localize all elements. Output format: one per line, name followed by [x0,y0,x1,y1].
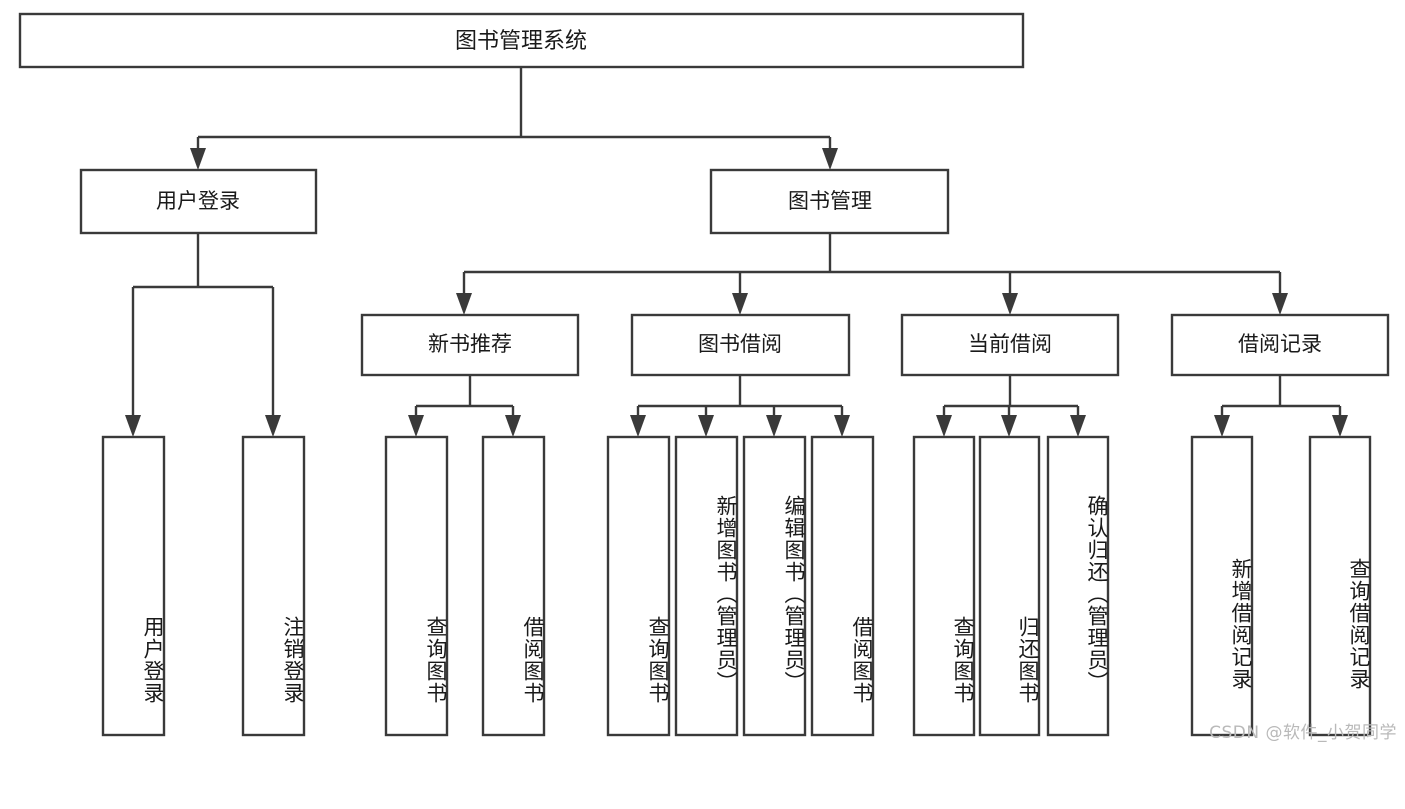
node-root-box[interactable] [18,12,1025,69]
node-leaf-logout-login-box[interactable] [241,435,306,737]
node-borrow-record-label: 借阅记录 [1238,332,1322,356]
flowchart-svg: 图书管理系统 用户登录 图书管理 新书推荐 图书借阅 当前借阅 借阅记录 [18,12,1390,737]
arrow-head-user-login [190,148,206,170]
node-leaf-add-book-box[interactable] [674,435,739,737]
node-leaf-query-book-1-box[interactable] [384,435,449,737]
arrow-head-new-book-recommend [456,293,472,315]
arrow-head-book-management [822,148,838,170]
arrow-head-leaf-user-login [125,415,141,437]
arrow-head-leaf-query-record [1332,415,1348,437]
arrow-head-leaf-logout-login [265,415,281,437]
node-leaf-user-login-box[interactable] [101,435,166,737]
node-leaf-query-record-box[interactable] [1308,435,1372,737]
node-new-book-recommend-label: 新书推荐 [428,332,512,356]
node-leaf-borrow-book-2-box[interactable] [810,435,875,737]
node-new-book-recommend-box[interactable] [360,313,580,377]
arrow-head-borrow-record [1272,293,1288,315]
node-leaf-confirm-return-box[interactable] [1046,435,1110,737]
arrow-head-leaf-add-record [1214,415,1230,437]
arrow-head-leaf-confirm-return [1070,415,1086,437]
node-leaf-add-record-box[interactable] [1190,435,1254,737]
arrow-head-leaf-query-book-2 [630,415,646,437]
connector-layer [125,67,1348,437]
flowchart-canvas: 图书管理系统 用户登录 图书管理 新书推荐 图书借阅 当前借阅 借阅记录 [18,12,1397,743]
arrow-head-leaf-query-book-3 [936,415,952,437]
node-current-borrow-label: 当前借阅 [968,332,1052,356]
node-leaf-query-book-2-box[interactable] [606,435,671,737]
node-user-login-label: 用户登录 [156,189,240,213]
arrow-head-leaf-add-book [698,415,714,437]
node-borrow-record-box[interactable] [1170,313,1390,377]
node-layer: 图书管理系统 用户登录 图书管理 新书推荐 图书借阅 当前借阅 借阅记录 [18,12,1390,737]
node-book-management-box[interactable] [709,168,950,235]
node-book-borrow-box[interactable] [630,313,851,377]
node-leaf-return-book-box[interactable] [978,435,1041,737]
node-book-borrow-label: 图书借阅 [698,332,782,356]
node-root-label: 图书管理系统 [455,29,587,54]
arrow-head-leaf-query-book-1 [408,415,424,437]
arrow-head-leaf-return-book [1001,415,1017,437]
node-leaf-borrow-book-1-box[interactable] [481,435,546,737]
node-current-borrow-box[interactable] [900,313,1120,377]
arrow-head-book-borrow [732,293,748,315]
watermark-text: CSDN @软件_小贺同学 [1209,723,1397,743]
node-leaf-edit-book-box[interactable] [742,435,807,737]
node-book-management-label: 图书管理 [788,189,872,213]
arrow-head-leaf-borrow-book-1 [505,415,521,437]
node-leaf-query-book-3-box[interactable] [912,435,976,737]
arrow-head-leaf-borrow-book-2 [834,415,850,437]
node-user-login-box[interactable] [79,168,318,235]
arrow-head-leaf-edit-book [766,415,782,437]
arrow-head-current-borrow [1002,293,1018,315]
